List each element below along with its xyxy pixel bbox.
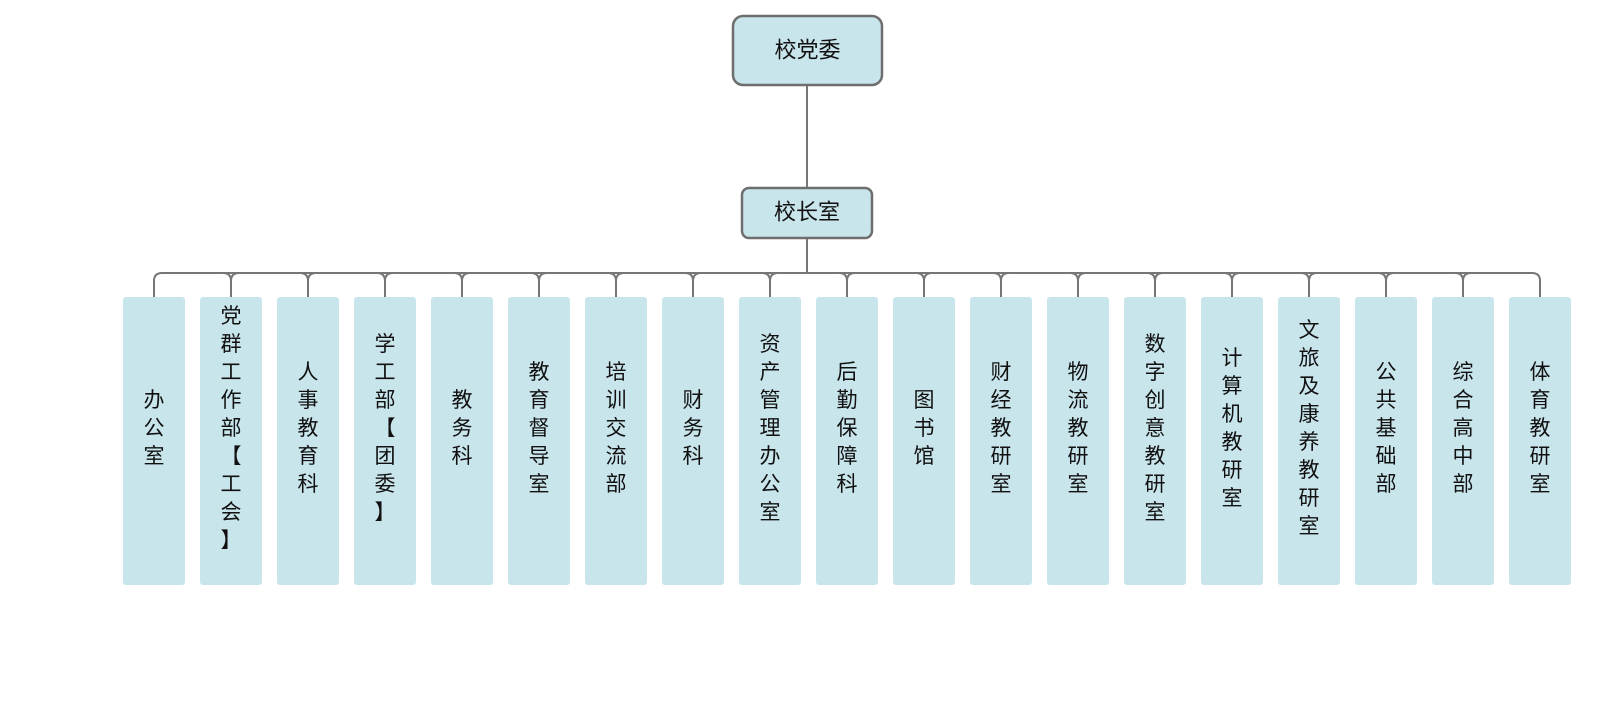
department-label: 党群工作部【工会】 bbox=[221, 304, 242, 552]
node-principal-office: 校长室 bbox=[740, 186, 874, 240]
department-label: 教育督导室 bbox=[529, 360, 550, 496]
connector-drop bbox=[838, 272, 856, 297]
department-list: 办公室 党群工作部【工会】 人事教育科 学工部【团委】 教务科 教育督导室 培训交流部 财务科… bbox=[123, 297, 1571, 585]
connector-drop bbox=[376, 272, 394, 297]
department-box-bg bbox=[1355, 297, 1417, 585]
connector-drop bbox=[761, 272, 779, 297]
connector-drop bbox=[1069, 272, 1087, 297]
department-box: 办公室 bbox=[123, 297, 185, 585]
department-box: 体育教研室 bbox=[1509, 297, 1571, 585]
department-label: 公共基础部 bbox=[1376, 360, 1397, 496]
department-label: 教务科 bbox=[452, 388, 473, 468]
connector-drop bbox=[992, 272, 1010, 297]
department-box: 物流教研室 bbox=[1047, 297, 1109, 585]
department-box: 公共基础部 bbox=[1355, 297, 1417, 585]
department-label: 财务科 bbox=[683, 388, 704, 468]
department-label: 计算机教研室 bbox=[1222, 346, 1243, 510]
department-box-bg bbox=[1278, 297, 1340, 585]
department-label: 综合高中部 bbox=[1453, 360, 1474, 496]
node-principal-office-label: 校长室 bbox=[774, 201, 840, 226]
node-party-committee: 校党委 bbox=[731, 14, 884, 87]
department-label: 数字创意教研室 bbox=[1145, 332, 1166, 524]
department-box: 人事教育科 bbox=[277, 297, 339, 585]
department-label: 后勤保障科 bbox=[837, 360, 858, 496]
connector-drop bbox=[1146, 272, 1164, 297]
department-box-bg bbox=[1201, 297, 1263, 585]
department-box-bg bbox=[816, 297, 878, 585]
department-label: 文旅及康养教研室 bbox=[1299, 318, 1320, 538]
department-box-bg bbox=[739, 297, 801, 585]
department-label: 人事教育科 bbox=[298, 360, 319, 496]
department-box-bg bbox=[1432, 297, 1494, 585]
department-box: 后勤保障科 bbox=[816, 297, 878, 585]
department-box: 财务科 bbox=[662, 297, 724, 585]
department-box: 党群工作部【工会】 bbox=[200, 297, 262, 585]
department-box: 综合高中部 bbox=[1432, 297, 1494, 585]
connector-drop bbox=[1454, 272, 1472, 297]
connector-bus bbox=[153, 272, 1541, 297]
department-label: 学工部【团委】 bbox=[375, 332, 396, 524]
department-box-bg bbox=[123, 297, 185, 585]
connector-drop bbox=[684, 272, 702, 297]
department-label: 办公室 bbox=[144, 388, 165, 468]
connector-drop bbox=[222, 272, 240, 297]
department-label: 财经教研室 bbox=[991, 360, 1012, 496]
connector-drop bbox=[915, 272, 933, 297]
department-box-bg bbox=[970, 297, 1032, 585]
connector-drop bbox=[1300, 272, 1318, 297]
department-box-bg bbox=[893, 297, 955, 585]
department-box-bg bbox=[662, 297, 724, 585]
department-label: 资产管理办公室 bbox=[760, 332, 781, 524]
department-label: 图书馆 bbox=[914, 388, 935, 468]
department-box: 资产管理办公室 bbox=[739, 297, 801, 585]
department-box-bg bbox=[431, 297, 493, 585]
department-box: 财经教研室 bbox=[970, 297, 1032, 585]
connector-lines bbox=[153, 86, 1541, 297]
connector-drop bbox=[299, 272, 317, 297]
department-box-bg bbox=[354, 297, 416, 585]
department-box-bg bbox=[1124, 297, 1186, 585]
department-box: 图书馆 bbox=[893, 297, 955, 585]
department-box: 数字创意教研室 bbox=[1124, 297, 1186, 585]
department-box: 学工部【团委】 bbox=[354, 297, 416, 585]
department-box-bg bbox=[1047, 297, 1109, 585]
connector-drop bbox=[453, 272, 471, 297]
department-box: 培训交流部 bbox=[585, 297, 647, 585]
connector-drop bbox=[1223, 272, 1241, 297]
department-label: 物流教研室 bbox=[1068, 360, 1089, 496]
department-box-bg bbox=[1509, 297, 1571, 585]
connector-drop bbox=[530, 272, 548, 297]
node-party-committee-label: 校党委 bbox=[774, 39, 840, 64]
department-box-bg bbox=[277, 297, 339, 585]
connector-drop bbox=[607, 272, 625, 297]
department-box: 计算机教研室 bbox=[1201, 297, 1263, 585]
department-box: 教育督导室 bbox=[508, 297, 570, 585]
department-label: 培训交流部 bbox=[606, 360, 627, 496]
department-box: 教务科 bbox=[431, 297, 493, 585]
department-box-bg bbox=[200, 297, 262, 585]
department-box-bg bbox=[508, 297, 570, 585]
connector-drop bbox=[1377, 272, 1395, 297]
department-label: 体育教研室 bbox=[1530, 360, 1551, 496]
department-box-bg bbox=[585, 297, 647, 585]
department-box: 文旅及康养教研室 bbox=[1278, 297, 1340, 585]
